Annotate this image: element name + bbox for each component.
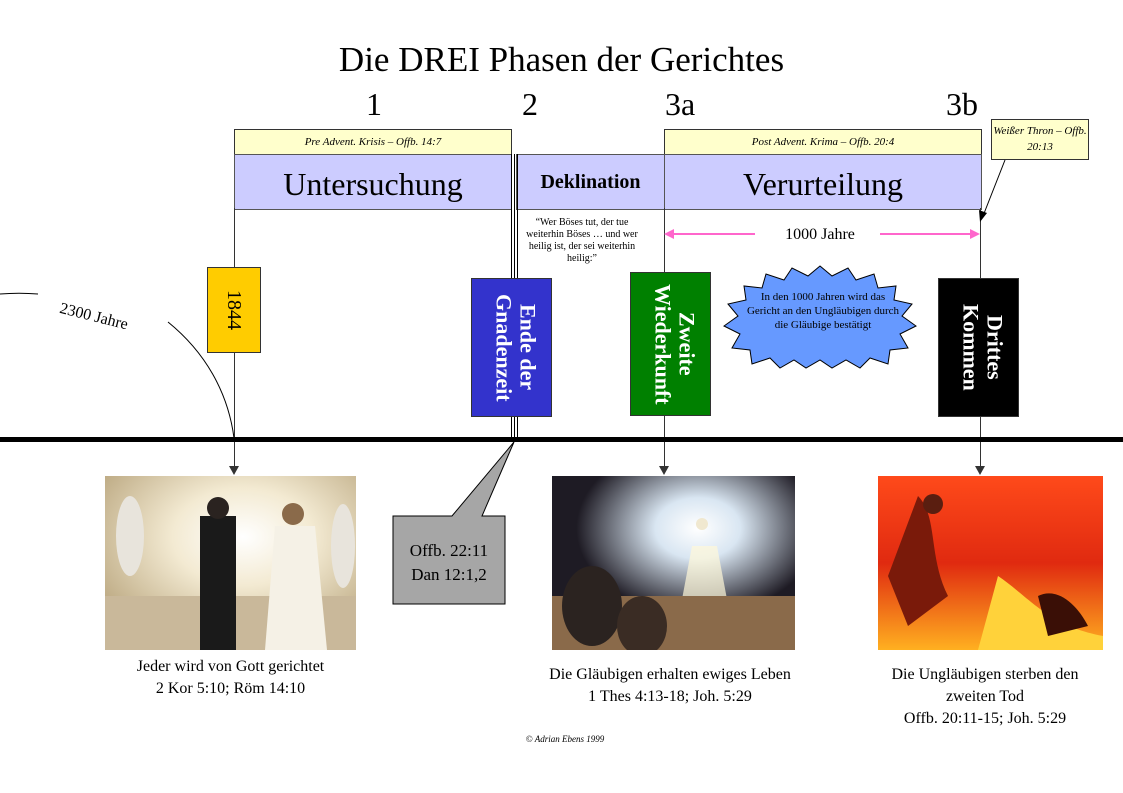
untersuchung-bar: Untersuchung <box>234 154 512 210</box>
caption-fire-line1: Die Ungläubigen sterben den <box>891 666 1079 683</box>
callout-ref-2: Dan 12:1,2 <box>411 565 487 584</box>
ende-gnadenzeit-label: Ende der Gnadenzeit <box>491 293 541 402</box>
caption-second-coming-line1: Die Gläubigen erhalten ewiges Leben <box>549 666 791 683</box>
phase-number-2: 2 <box>522 86 538 122</box>
arrow-down-icon <box>229 466 239 475</box>
callout-ref-1: Offb. 22:11 <box>409 541 489 560</box>
copyright-notice: © Adrian Ebens 1999 <box>525 734 605 744</box>
pre-advent-header: Pre Advent. Krisis – Offb. 14:7 <box>234 129 512 155</box>
white-throne-header: Weißer Thron – Offb. 20:13 <box>991 119 1089 160</box>
arrow-down-icon <box>975 466 985 475</box>
arrow-line <box>234 442 235 466</box>
zweite-wiederkunft-box: Zweite Wiederkunft <box>630 272 711 416</box>
quote-text: “Wer Böses tut, der tue weiterhin Böses … <box>526 217 638 264</box>
ende-gnadenzeit-box: Ende der Gnadenzeit <box>471 278 552 417</box>
deklination-bar: Deklination <box>516 154 665 210</box>
lake-of-fire-painting <box>878 476 1103 650</box>
caption-second-coming-line2: 1 Thes 4:13-18; Joh. 5:29 <box>588 688 752 705</box>
caption-judgment-line1: Jeder wird von Gott gerichtet <box>136 658 325 675</box>
phase-number-3b: 3b <box>946 86 978 122</box>
millennium-cloud-text: In den 1000 Jahren wird das Gericht an d… <box>746 291 900 331</box>
year-1844-box: 1844 <box>207 267 261 353</box>
arrow-down-icon <box>659 466 669 475</box>
main-timeline <box>0 437 1123 442</box>
second-coming-painting <box>552 476 795 650</box>
year-1844-label: 1844 <box>223 290 245 330</box>
caption-fire-line2: zweiten Tod <box>945 688 1025 705</box>
arrow-line <box>980 442 981 466</box>
thousand-years-arrow <box>664 229 980 239</box>
thousand-years-label: 1000 Jahre <box>785 226 855 243</box>
scripture-callout <box>392 441 515 605</box>
drittes-kommen-box: Drittes Kommen <box>938 278 1019 417</box>
arc-2300-years <box>0 292 235 439</box>
page-title: Die DREI Phasen der Gerichtes <box>338 40 785 79</box>
post-advent-header: Post Advent. Krima – Offb. 20:4 <box>664 129 982 155</box>
millennium-cloud <box>723 265 917 369</box>
zweite-wiederkunft-label: Zweite Wiederkunft <box>650 283 700 405</box>
phase-number-1: 1 <box>366 86 382 122</box>
caption-fire-line3: Offb. 20:11-15; Joh. 5:29 <box>903 710 1067 727</box>
phase-number-3a: 3a <box>665 86 696 122</box>
judgment-painting <box>105 476 356 650</box>
drittes-kommen-label: Drittes Kommen <box>958 304 1008 391</box>
verurteilung-bar: Verurteilung <box>664 154 982 210</box>
caption-judgment-line2: 2 Kor 5:10; Röm 14:10 <box>155 680 306 697</box>
arrow-line <box>664 442 665 466</box>
white-throne-pointer <box>979 159 1006 222</box>
